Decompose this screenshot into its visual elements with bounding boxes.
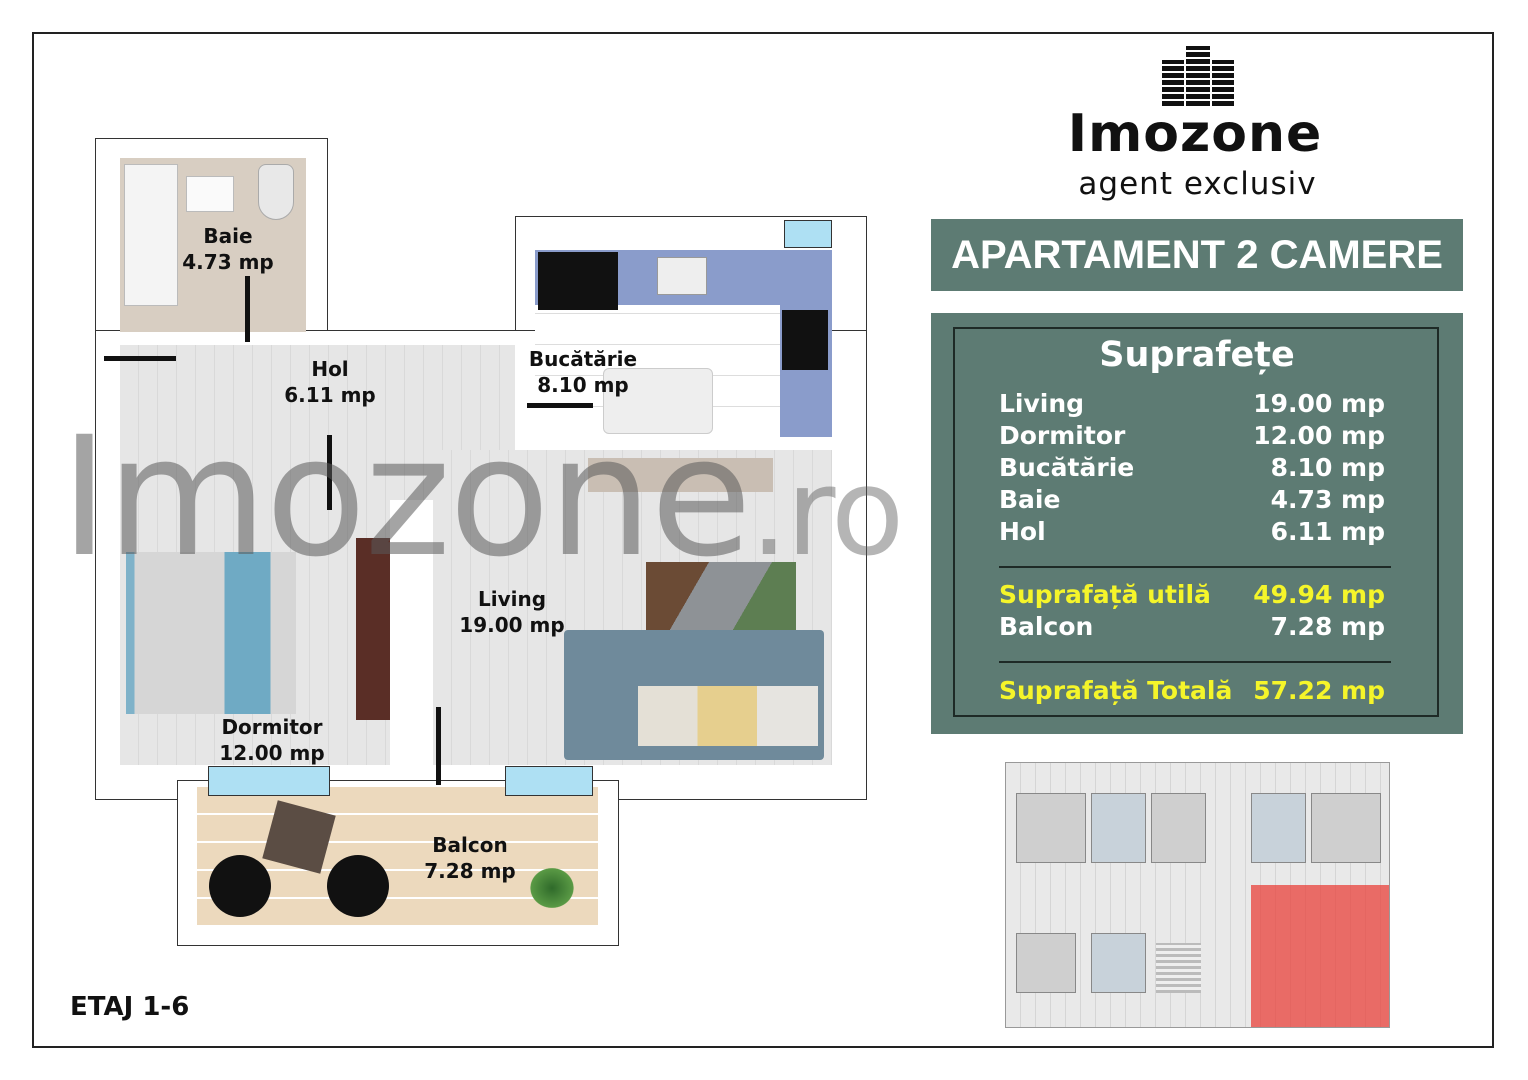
apartment-title: APARTAMENT 2 CAMERE bbox=[931, 219, 1463, 291]
sink bbox=[186, 176, 234, 212]
balcony-chair bbox=[327, 855, 389, 917]
floor-plan bbox=[95, 138, 867, 946]
window bbox=[505, 766, 593, 796]
page-frame bbox=[32, 32, 1494, 1048]
plant-icon bbox=[527, 865, 577, 911]
room-bucatarie bbox=[535, 250, 832, 437]
window bbox=[208, 766, 330, 796]
room-living bbox=[433, 450, 832, 765]
stove bbox=[782, 310, 828, 370]
surfaces-heading: Suprafețe bbox=[1099, 335, 1295, 375]
wardrobe bbox=[356, 538, 390, 720]
bathtub bbox=[124, 164, 178, 306]
cushions bbox=[638, 686, 818, 746]
room-balcon bbox=[197, 785, 598, 925]
balcony-chair bbox=[209, 855, 271, 917]
selected-apartment-highlight bbox=[1251, 885, 1389, 1027]
stairwell bbox=[1156, 943, 1201, 993]
brand-tagline: agent exclusiv bbox=[1078, 166, 1317, 202]
floor-label: ETAJ 1-6 bbox=[70, 992, 190, 1022]
room-baie bbox=[120, 158, 306, 332]
tv-unit bbox=[588, 458, 773, 492]
buildings-logo-icon bbox=[1162, 46, 1234, 106]
fridge bbox=[538, 252, 618, 310]
balcony-table bbox=[262, 800, 336, 874]
window bbox=[784, 220, 832, 248]
dining-table bbox=[603, 368, 713, 434]
building-key-plan bbox=[1005, 762, 1390, 1028]
room-dormitor bbox=[120, 500, 390, 765]
watermark: Imozone.ro bbox=[60, 401, 904, 593]
kitchen-sink bbox=[657, 257, 707, 295]
bed bbox=[126, 552, 296, 714]
brand-name: Imozone bbox=[1067, 104, 1323, 164]
toilet bbox=[258, 164, 294, 220]
